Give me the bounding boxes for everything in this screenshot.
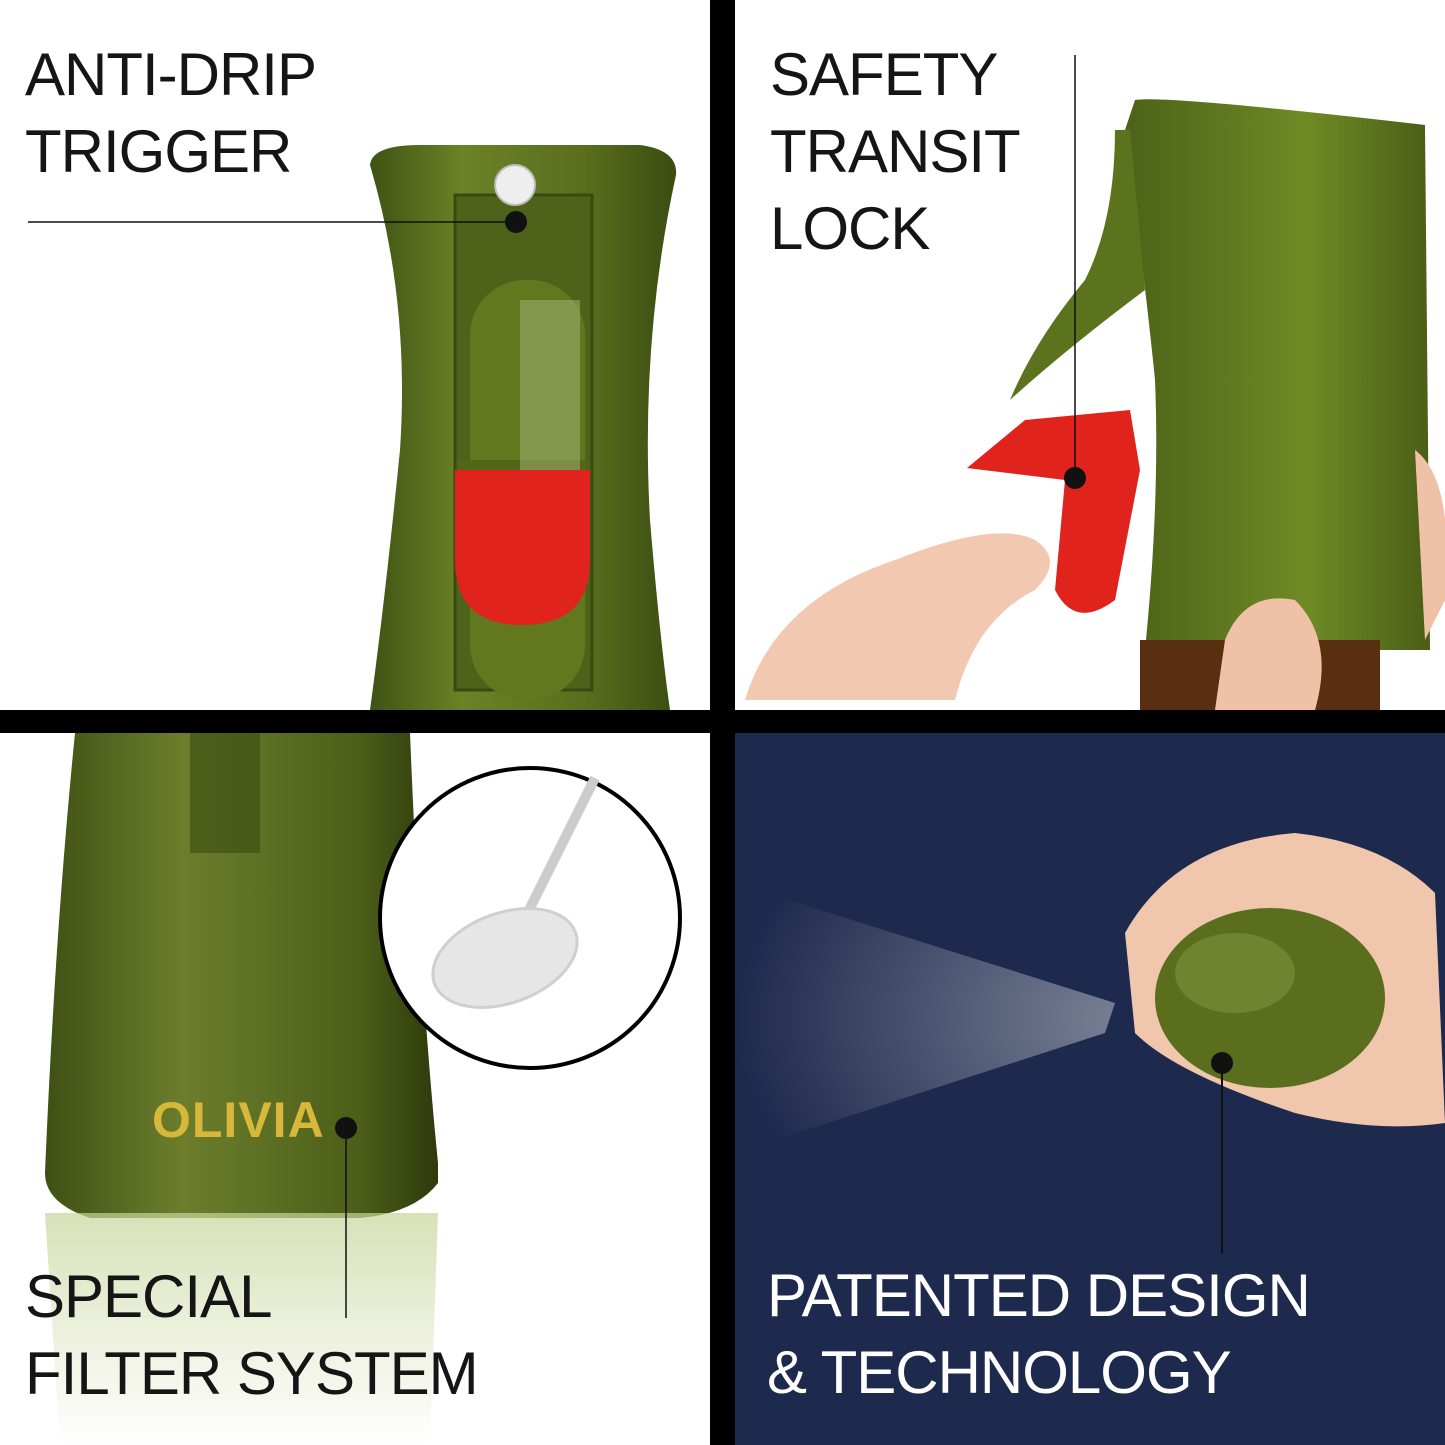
- panel-patented-design: PATENTED DESIGN& TECHNOLOGY: [735, 733, 1445, 1445]
- brand-logo: OLIVIA: [152, 1092, 325, 1148]
- divider-horizontal: [0, 710, 1445, 733]
- callout-dot: [1211, 1052, 1233, 1074]
- feature-title: PATENTED DESIGN& TECHNOLOGY: [767, 1262, 1311, 1406]
- sprayer-lock-illustration: [745, 55, 1445, 710]
- sprayer-top-illustration: [28, 145, 677, 710]
- bottle-filter-illustration: [45, 733, 682, 1445]
- callout-dot: [1064, 467, 1086, 489]
- callout-dot: [335, 1117, 357, 1139]
- callout-dot: [505, 211, 527, 233]
- spray-in-hand-illustration: [735, 833, 1445, 1253]
